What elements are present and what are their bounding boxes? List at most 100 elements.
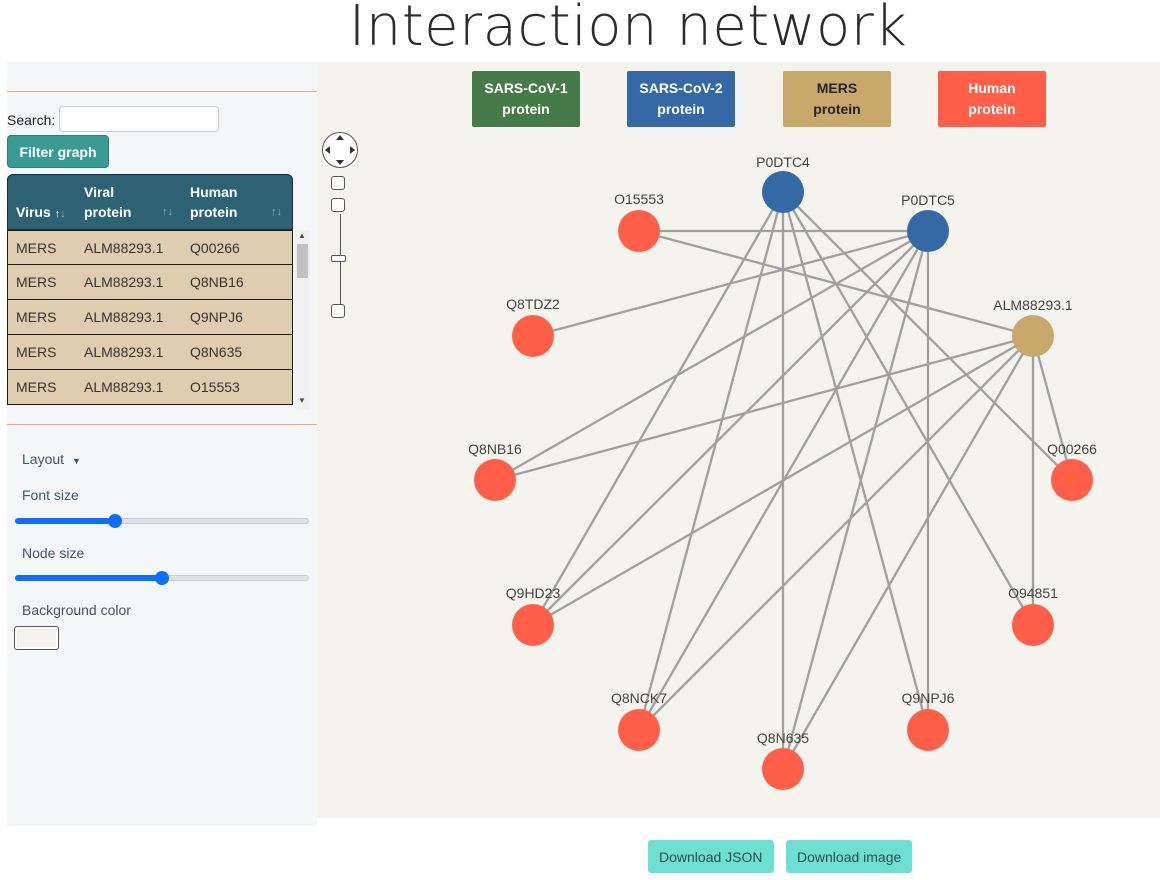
- node-Q8TDZ2[interactable]: [512, 315, 554, 357]
- edge-Q8NCK7-P0DTC4[interactable]: [637, 191, 785, 731]
- slider-fill: [15, 518, 115, 524]
- edge-Q00266-ALM88293.1[interactable]: [1031, 335, 1074, 481]
- node-Q8NCK7[interactable]: [618, 709, 660, 751]
- legend-label: protein: [502, 101, 550, 117]
- node-ALM88293.1[interactable]: [1012, 315, 1054, 357]
- node-label: Q9NPJ6: [902, 690, 955, 706]
- header-viral-label-2: protein: [84, 204, 132, 220]
- scroll-thumb[interactable]: [297, 244, 308, 278]
- header-virus[interactable]: Virus ↑↓: [16, 202, 66, 224]
- node-label: O94851: [1008, 585, 1058, 601]
- slider-thumb[interactable]: [155, 571, 169, 585]
- pan-left-icon[interactable]: [325, 146, 330, 154]
- legend-label: Human: [968, 80, 1016, 96]
- legend-label: protein: [813, 101, 861, 117]
- font-size-slider[interactable]: [15, 514, 309, 528]
- zoom-out-button[interactable]: [331, 304, 345, 318]
- page-title: Interaction network: [348, 0, 908, 59]
- legend-sars-cov-2: SARS-CoV-2 protein: [627, 71, 735, 127]
- scroll-up-icon[interactable]: ▲: [298, 231, 306, 240]
- node-Q8N635[interactable]: [762, 748, 804, 790]
- filter-graph-button[interactable]: Filter graph: [7, 135, 109, 168]
- layout-dropdown[interactable]: Layout ▼: [22, 451, 81, 467]
- download-json-button[interactable]: Download JSON: [648, 840, 774, 873]
- cell-viral: ALM88293.1: [84, 240, 164, 256]
- node-size-slider[interactable]: [15, 571, 309, 585]
- network-canvas[interactable]: SARS-CoV-1 protein SARS-CoV-2 protein MERS…: [317, 62, 1160, 818]
- divider: [7, 424, 317, 425]
- background-color-picker[interactable]: [14, 626, 59, 650]
- scroll-down-icon[interactable]: ▼: [298, 396, 306, 405]
- caret-down-icon: ▼: [71, 456, 81, 466]
- pan-control[interactable]: [321, 131, 359, 169]
- download-image-button[interactable]: Download image: [786, 840, 913, 873]
- sort-icon[interactable]: ↑↓: [162, 206, 173, 218]
- node-label: Q00266: [1047, 441, 1097, 457]
- slider-thumb[interactable]: [107, 514, 122, 528]
- node-O15553[interactable]: [618, 210, 660, 252]
- reset-view-button[interactable]: [331, 176, 345, 190]
- zoom-handle[interactable]: [331, 255, 346, 262]
- search-label: Search:: [7, 112, 56, 128]
- node-Q9HD23[interactable]: [512, 604, 554, 646]
- edge-Q00266-P0DTC4[interactable]: [782, 191, 1073, 481]
- pan-down-icon[interactable]: [336, 160, 344, 165]
- pan-up-icon[interactable]: [336, 135, 344, 140]
- table-scrollbar[interactable]: ▲ ▼: [295, 230, 310, 410]
- node-Q00266[interactable]: [1051, 459, 1093, 501]
- legend-label: protein: [657, 101, 705, 117]
- pan-right-icon[interactable]: [350, 146, 355, 154]
- edge-Q8N635-ALM88293.1[interactable]: [782, 335, 1034, 770]
- cell-human: Q9NPJ6: [190, 309, 243, 325]
- cell-virus: MERS: [16, 274, 57, 290]
- edge-Q9NPJ6-P0DTC4[interactable]: [781, 191, 930, 731]
- background-color-label: Background color: [22, 602, 131, 618]
- edge-Q8NCK7-ALM88293.1[interactable]: [638, 335, 1034, 731]
- node-label: P0DTC5: [901, 192, 955, 208]
- header-virus-label: Virus: [16, 204, 51, 220]
- node-P0DTC4[interactable]: [762, 171, 804, 213]
- node-P0DTC5[interactable]: [907, 210, 949, 252]
- edge-O94851-P0DTC4[interactable]: [782, 191, 1034, 626]
- header-human-label-2: protein: [190, 204, 238, 220]
- slider-fill: [15, 575, 162, 581]
- node-Q9NPJ6[interactable]: [907, 709, 949, 751]
- edge-Q8N635-P0DTC5[interactable]: [781, 230, 930, 770]
- zoom-in-button[interactable]: [331, 198, 345, 212]
- node-Q8NB16[interactable]: [474, 459, 516, 501]
- legend-sars-cov-1: SARS-CoV-1 protein: [472, 71, 580, 127]
- node-label: Q8N635: [757, 730, 809, 746]
- edge-Q9HD23-P0DTC4[interactable]: [532, 191, 784, 626]
- edge-Q9HD23-P0DTC5[interactable]: [532, 230, 929, 626]
- search-input[interactable]: [59, 106, 219, 132]
- network-graph[interactable]: P0DTC4P0DTC5ALM88293.1O15553Q8TDZ2Q8NB16…: [317, 62, 1160, 818]
- cell-human: Q8N635: [190, 344, 243, 360]
- node-label: ALM88293.1: [993, 297, 1073, 313]
- legend-label: protein: [968, 101, 1016, 117]
- cell-human: Q00266: [190, 240, 240, 256]
- legend-label: SARS-CoV-2: [639, 80, 723, 96]
- cell-virus: MERS: [16, 240, 57, 256]
- cell-viral: ALM88293.1: [84, 379, 164, 395]
- legend-label: SARS-CoV-1: [484, 80, 568, 96]
- sort-icon[interactable]: ↑↓: [271, 206, 282, 218]
- cell-human: Q8NB16: [190, 274, 244, 290]
- node-O94851[interactable]: [1012, 604, 1054, 646]
- node-label: P0DTC4: [756, 154, 810, 170]
- edge-Q8NB16-ALM88293.1[interactable]: [494, 334, 1034, 482]
- cell-viral: ALM88293.1: [84, 344, 164, 360]
- node-size-label: Node size: [22, 545, 85, 561]
- table-row[interactable]: MERS ALM88293.1 Q00266: [7, 230, 293, 265]
- edge-Q8NB16-P0DTC5[interactable]: [494, 230, 929, 481]
